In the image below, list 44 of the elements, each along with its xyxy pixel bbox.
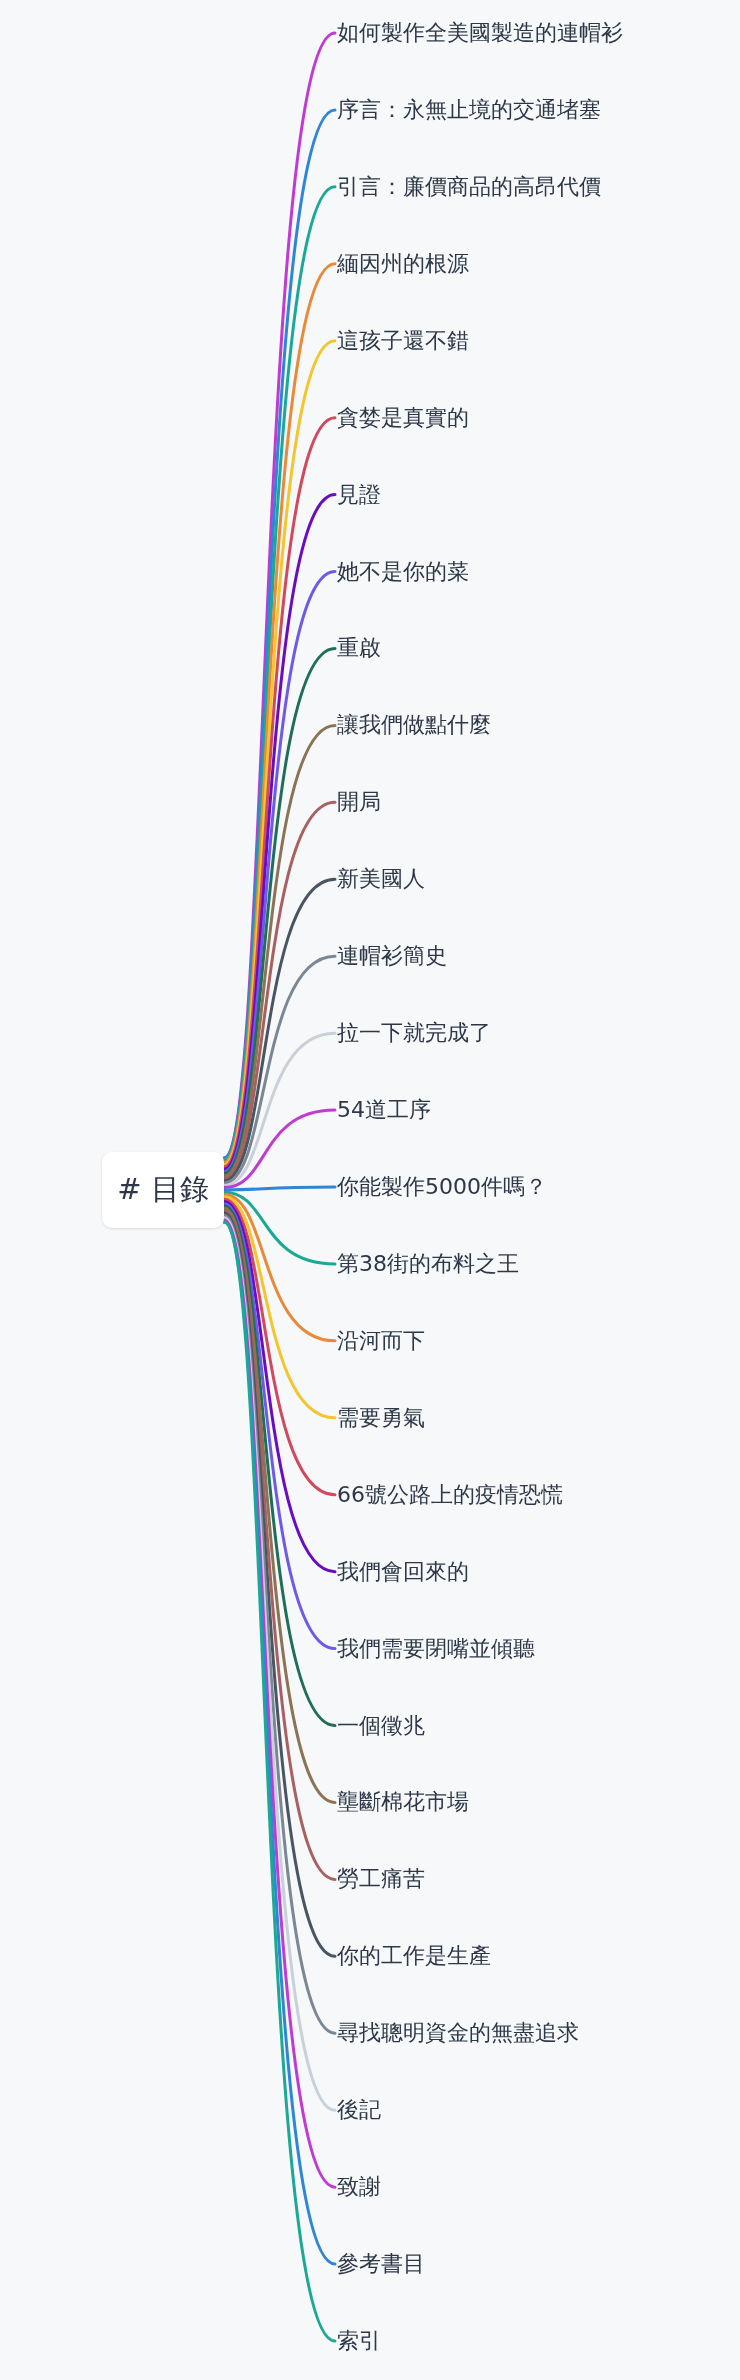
branch-line xyxy=(222,954,337,1185)
branch-line xyxy=(222,1197,337,1497)
chapter-title: 沿河而下 xyxy=(337,1325,425,1356)
chapter-title: 如何製作全美國製造的連帽衫 xyxy=(337,18,623,48)
chapter-title: 尋找聰明資金的無盡追求 xyxy=(337,2018,579,2049)
branch-line xyxy=(222,1185,337,1192)
chapter-title: 見證 xyxy=(337,479,381,510)
chapter-title: 序言：永無止境的交通堵塞 xyxy=(337,94,601,125)
chapter-title: 54道工序 xyxy=(337,1095,431,1126)
branch-line xyxy=(222,800,337,1180)
chapter-title: 一個徵兆 xyxy=(337,1710,425,1741)
chapter-title: 拉一下就完成了 xyxy=(337,1018,491,1049)
chapter-title: 她不是你的菜 xyxy=(337,556,469,587)
chapter-title: 讓我們做點什麼 xyxy=(337,710,491,741)
chapter-title: 你能製作5000件嗎？ xyxy=(337,1172,547,1202)
branch-line xyxy=(222,1031,337,1187)
branch-line xyxy=(222,1190,337,1266)
chapter-title: 這孩子還不錯 xyxy=(337,325,469,356)
chapter-title: 貪婪是真實的 xyxy=(337,402,469,433)
chapter-title: 我們會回來的 xyxy=(337,1556,469,1587)
chapter-title: 你的工作是生產 xyxy=(337,1941,491,1972)
chapter-title: 我們需要閉嘴並傾聽 xyxy=(337,1633,535,1664)
chapter-title: 需要勇氣 xyxy=(337,1402,425,1433)
chapter-title: 勞工痛苦 xyxy=(337,1864,425,1895)
chapter-title: 致謝 xyxy=(337,2172,381,2203)
root-topic-box: # 目錄 xyxy=(102,1152,224,1228)
branch-line xyxy=(222,1202,337,1651)
branch-line xyxy=(222,1108,337,1190)
chapter-title: 開局 xyxy=(337,787,381,818)
branch-line xyxy=(222,877,337,1183)
chapter-title: 66號公路上的疫情恐慌 xyxy=(337,1479,563,1510)
chapter-title: 後記 xyxy=(337,2095,381,2126)
chapter-title: 連帽衫簡史 xyxy=(337,941,447,972)
branch-line xyxy=(222,1199,337,1574)
chapter-title: 第38街的布料之王 xyxy=(337,1248,519,1279)
chapter-title: 引言：廉價商品的高昂代價 xyxy=(337,171,601,202)
chapter-title: 參考書目 xyxy=(337,2249,425,2280)
chapter-title: 壟斷棉花市場 xyxy=(337,1787,469,1818)
chapter-title: 新美國人 xyxy=(337,864,425,895)
chapter-title: 重啟 xyxy=(337,633,381,664)
branch-line xyxy=(222,1195,337,1420)
chapter-title: 索引 xyxy=(337,2326,381,2356)
branch-line xyxy=(222,1193,337,1343)
chapter-title: 緬因州的根源 xyxy=(337,248,469,279)
